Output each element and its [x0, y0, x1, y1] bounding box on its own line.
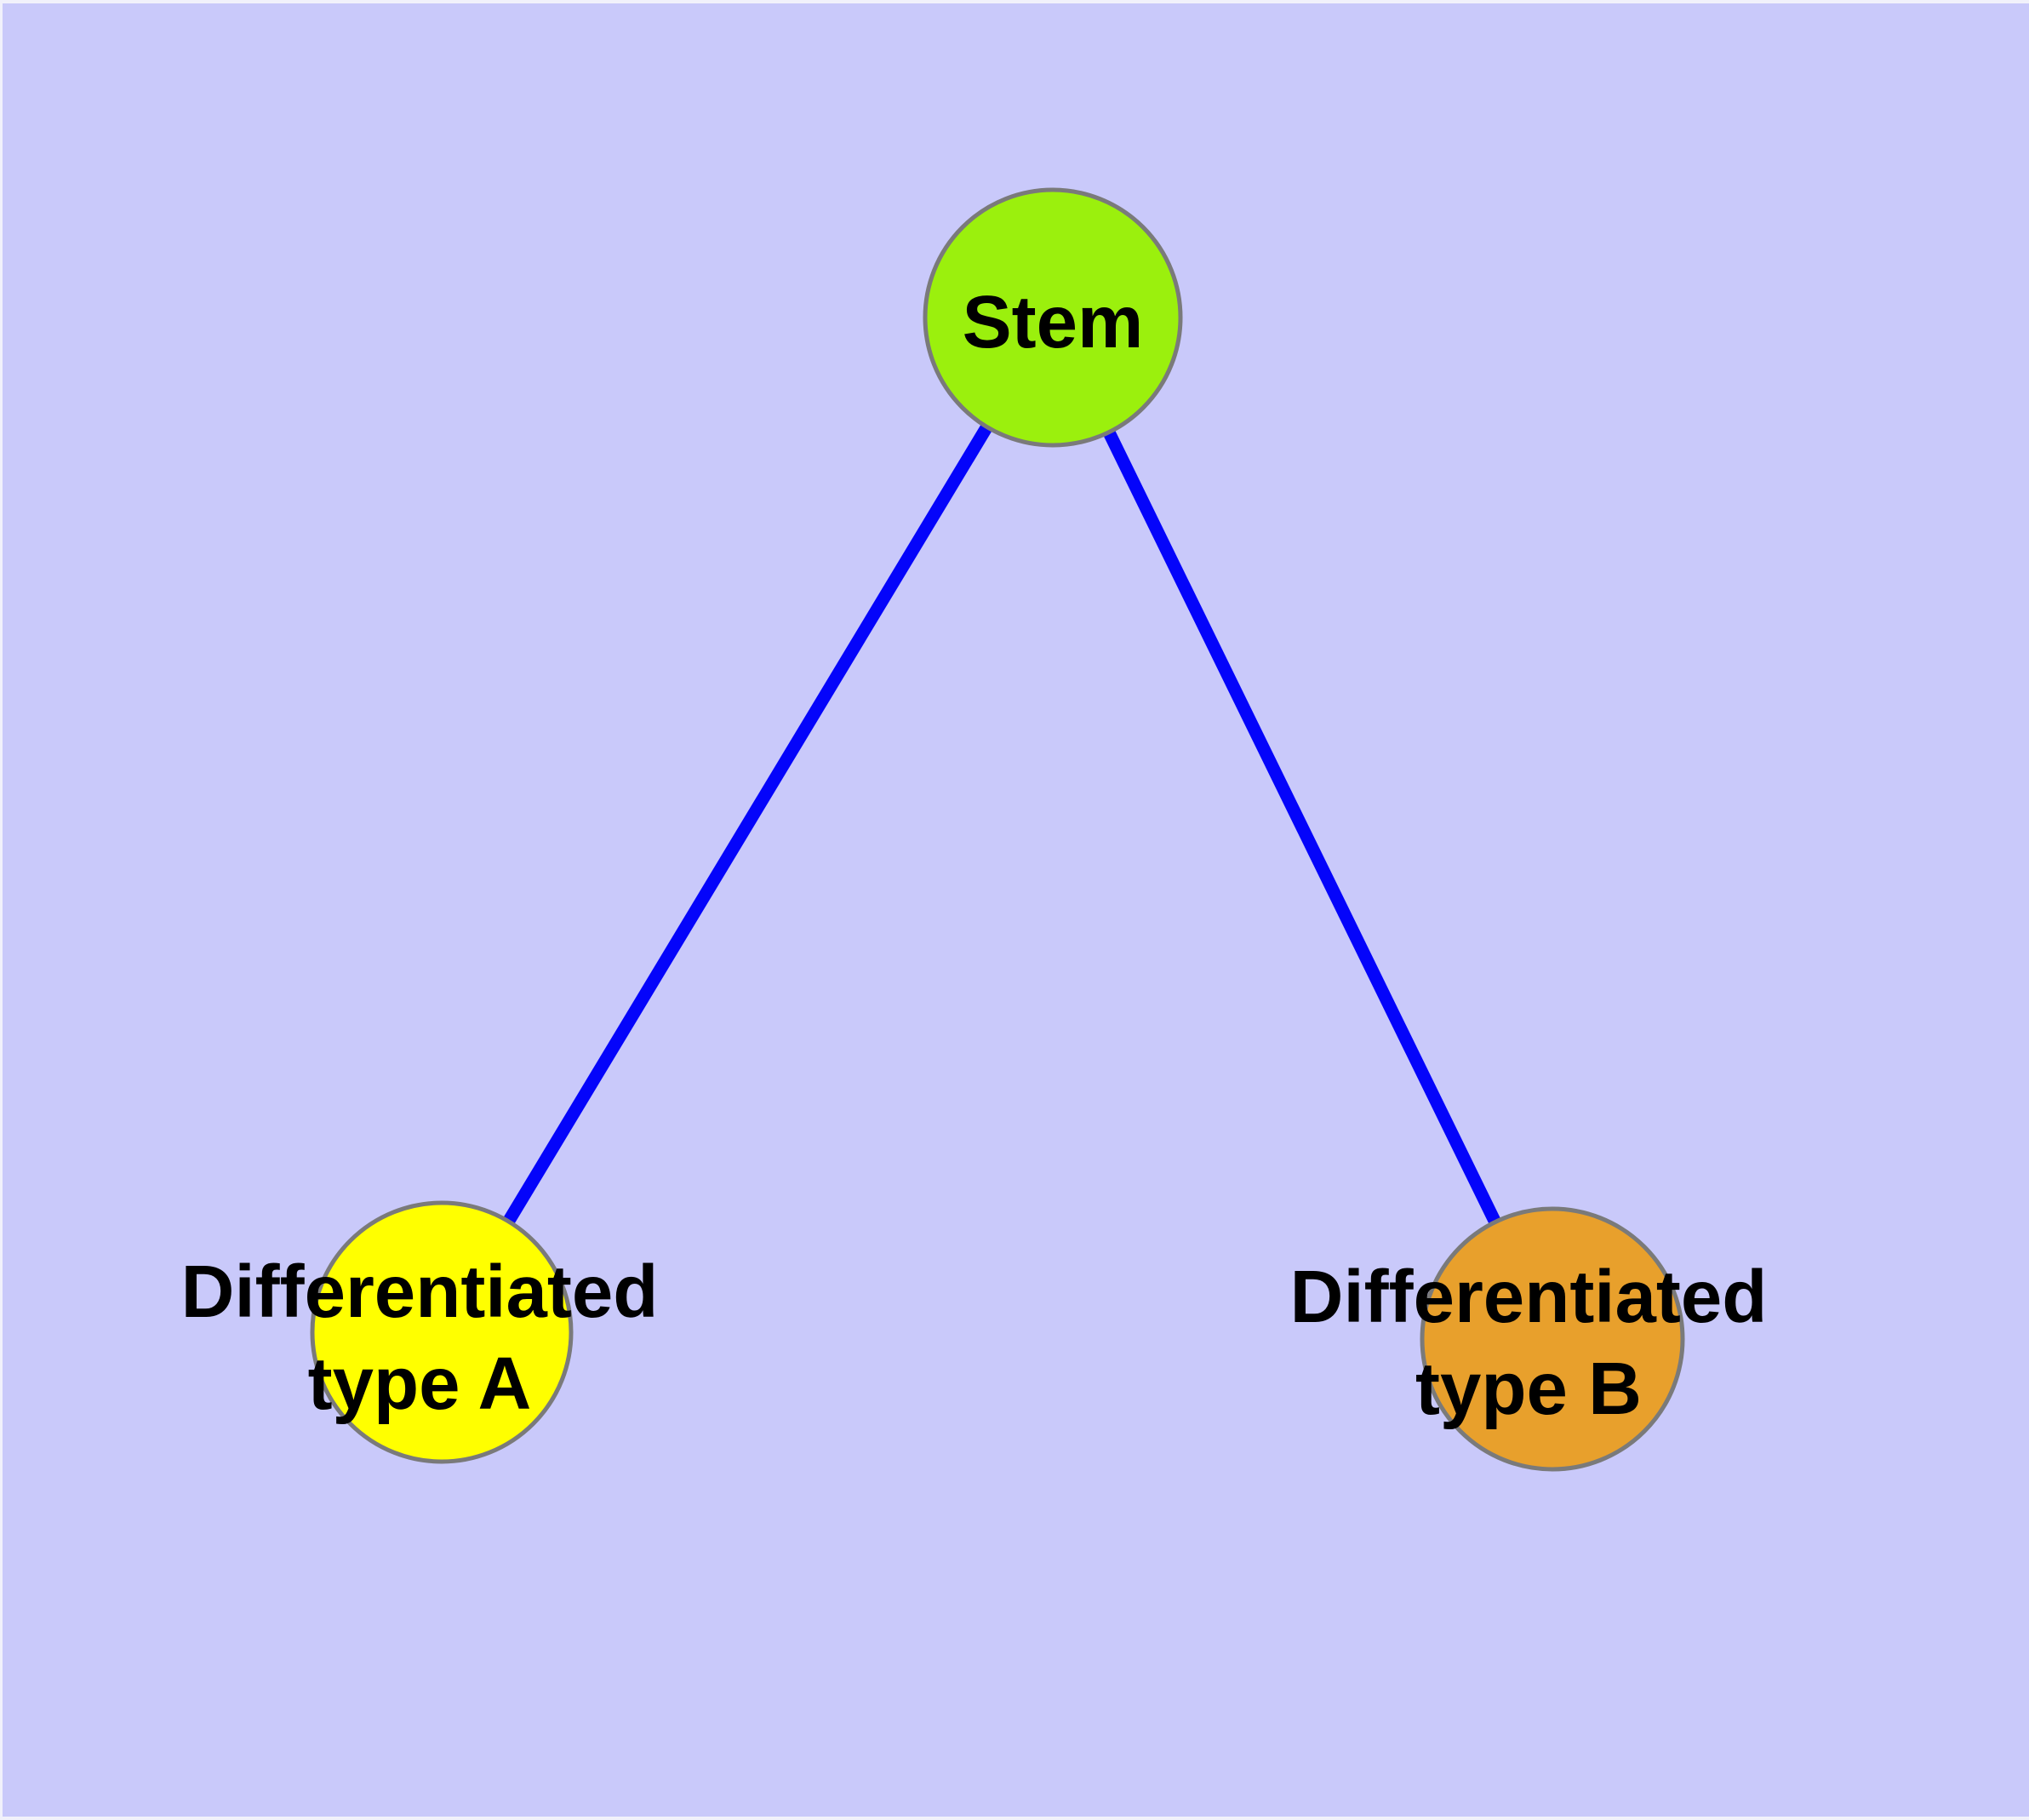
- node-label-line: Differentiated: [181, 1251, 659, 1333]
- node-label-line: Differentiated: [1290, 1256, 1768, 1338]
- node-circle-differentiated-type-a: [310, 1200, 574, 1464]
- edge-stem-to-differentiated-type-b: [1047, 314, 1558, 1342]
- node-label-differentiated-type-a: Differentiated type A: [181, 1251, 659, 1425]
- node-label-stem: Stem: [963, 281, 1144, 363]
- node-label-line: type A: [308, 1342, 532, 1425]
- node-circle-differentiated-type-b: [1420, 1206, 1685, 1472]
- edge-stem-to-differentiated-type-a: [436, 314, 1059, 1336]
- node-circle-stem: [923, 187, 1183, 448]
- node-label-line: type B: [1415, 1348, 1642, 1430]
- node-label-differentiated-type-b: Differentiated type B: [1290, 1256, 1768, 1430]
- node-label-line: Stem: [963, 281, 1144, 363]
